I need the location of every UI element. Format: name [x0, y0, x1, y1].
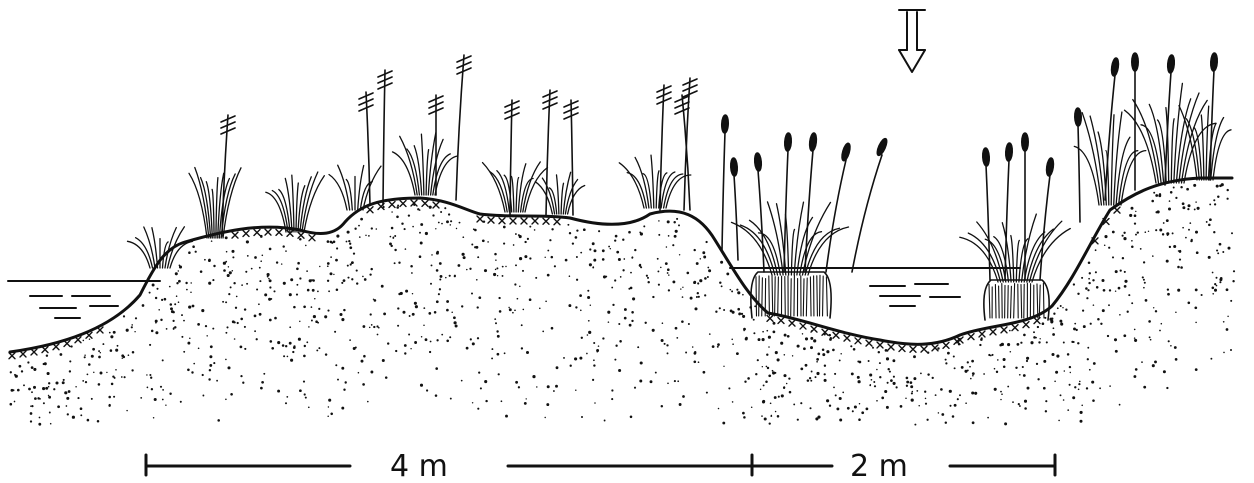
- water-right: [730, 268, 1020, 306]
- ground-profile: [10, 178, 1232, 352]
- surface-crust-marks: [9, 200, 1120, 359]
- scale-bar: 4 m 2 m: [146, 449, 1055, 483]
- sand-stipple: [10, 183, 1236, 425]
- down-arrow-icon: [899, 10, 925, 72]
- scale-label-4m: 4 m: [390, 449, 448, 483]
- scale-label-2m: 2 m: [850, 449, 908, 483]
